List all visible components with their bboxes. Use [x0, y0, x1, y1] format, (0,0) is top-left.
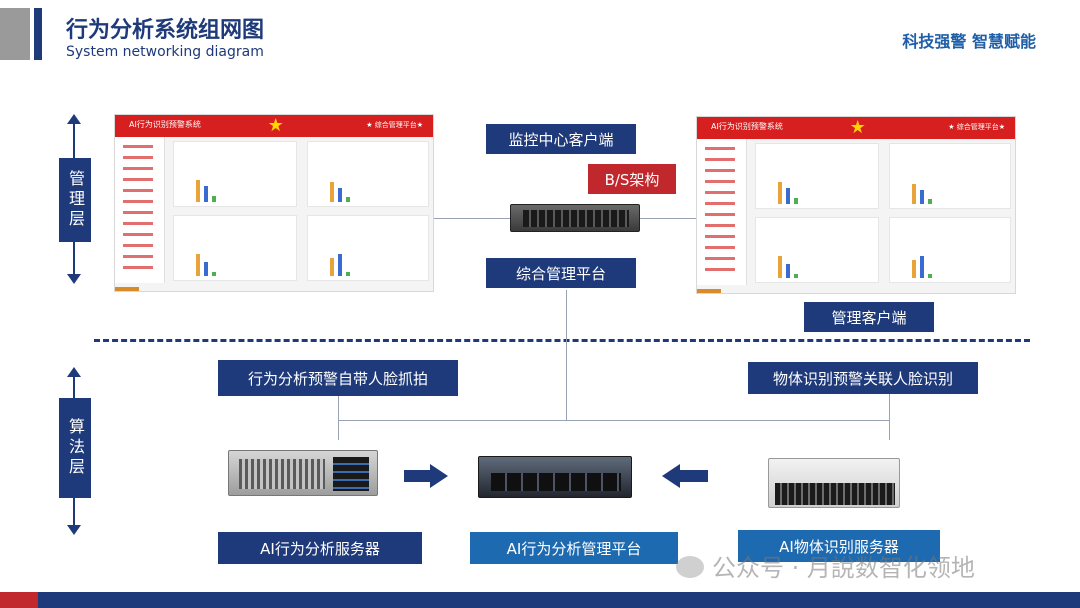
layer-divider — [94, 339, 1030, 342]
management-arrow-down-icon — [67, 274, 81, 284]
management-arrow-up-icon — [67, 114, 81, 124]
monitor-client-label: 监控中心客户端 — [486, 124, 636, 154]
bs-architecture-label: B/S架构 — [588, 164, 676, 194]
ai-object-server-label: AI物体识别服务器 — [738, 530, 940, 562]
right-client-screenshot: AI行为识别预警系统 ★ ★ 综合管理平台★ — [696, 116, 1016, 294]
ai-behavior-server-label: AI行为分析服务器 — [218, 532, 422, 564]
screen-sidebar — [697, 139, 747, 285]
management-axis-top — [73, 124, 75, 164]
ai-platform-server-icon — [478, 456, 632, 498]
screen-chart-panel — [173, 215, 297, 281]
management-server-icon — [510, 204, 640, 232]
screen-badge: ★ 综合管理平台★ — [948, 123, 1005, 131]
management-client-label: 管理客户端 — [804, 302, 934, 332]
footer-accent — [0, 592, 38, 608]
header-accent-navy — [34, 8, 42, 60]
screen-chart-panel — [307, 215, 429, 281]
screen-titlebar: AI行为识别预警系统 ★ ★ 综合管理平台★ — [697, 117, 1015, 139]
ai-object-server-icon — [768, 458, 900, 508]
connector-horizontal — [338, 420, 890, 421]
connector-left-screen — [434, 218, 510, 219]
page-subtitle: System networking diagram — [66, 44, 264, 60]
connector-left-server — [338, 392, 339, 440]
wechat-icon — [676, 556, 704, 578]
screen-chart-panel — [755, 143, 879, 209]
screen-chart-panel — [307, 141, 429, 207]
police-star-icon: ★ — [849, 117, 866, 138]
page-title: 行为分析系统组网图 — [66, 18, 265, 43]
watermark-text: 公众号 · 月說数智化领地 — [712, 554, 975, 582]
screen-app-name: AI行为识别预警系统 — [129, 120, 201, 129]
screen-footer-mark — [697, 289, 721, 293]
arrow-left-head-icon — [662, 464, 680, 488]
connector-right-server — [889, 392, 890, 440]
ai-behavior-server-icon — [228, 450, 378, 496]
arrow-left-icon — [680, 470, 708, 482]
screen-chart-panel — [173, 141, 297, 207]
algorithm-arrow-up-icon — [67, 367, 81, 377]
screen-app-name: AI行为识别预警系统 — [711, 122, 783, 131]
arrow-right-icon — [404, 470, 430, 482]
left-client-screenshot: AI行为识别预警系统 ★ ★ 综合管理平台★ — [114, 114, 434, 292]
algorithm-axis-bottom — [73, 498, 75, 526]
algorithm-axis-top — [73, 377, 75, 399]
screen-chart-panel — [889, 143, 1011, 209]
header-slogan: 科技强警 智慧赋能 — [902, 32, 1036, 51]
screen-footer-mark — [115, 287, 139, 291]
management-axis-bottom — [73, 242, 75, 276]
behavior-capture-label: 行为分析预警自带人脸抓拍 — [218, 360, 458, 396]
screen-badge: ★ 综合管理平台★ — [366, 121, 423, 129]
ai-behavior-platform-label: AI行为分析管理平台 — [470, 532, 678, 564]
screen-titlebar: AI行为识别预警系统 ★ ★ 综合管理平台★ — [115, 115, 433, 137]
algorithm-layer-label: 算法层 — [59, 398, 91, 498]
header-accent-gray — [0, 8, 30, 60]
police-star-icon: ★ — [267, 115, 284, 136]
arrow-right-head-icon — [430, 464, 448, 488]
algorithm-arrow-down-icon — [67, 525, 81, 535]
object-recognition-link-label: 物体识别预警关联人脸识别 — [748, 362, 978, 394]
footer-bar — [0, 592, 1080, 608]
integrated-platform-label: 综合管理平台 — [486, 258, 636, 288]
screen-chart-panel — [755, 217, 879, 283]
connector-platform-down — [566, 290, 567, 420]
screen-chart-panel — [889, 217, 1011, 283]
screen-sidebar — [115, 137, 165, 283]
connector-right-screen — [640, 218, 696, 219]
management-layer-label: 管理层 — [59, 158, 91, 242]
